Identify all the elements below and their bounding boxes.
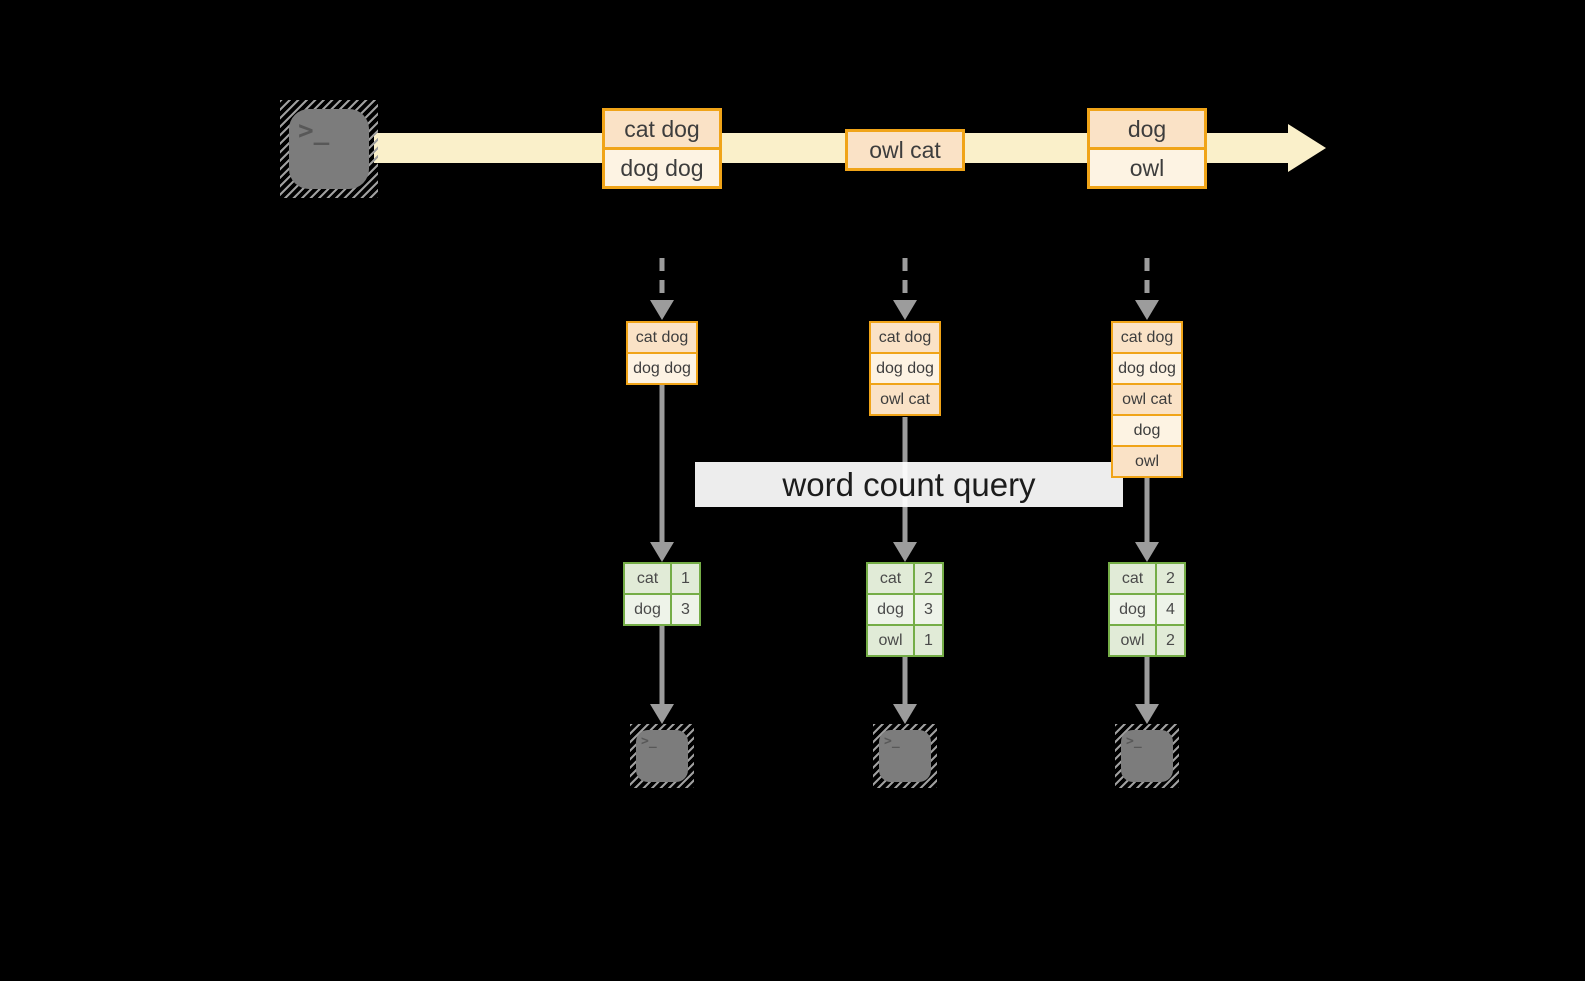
query-label-band: word count query: [695, 462, 1123, 507]
word-cell: dog: [625, 595, 672, 624]
table-row: dog 3: [625, 593, 699, 624]
stream-arrowhead-icon: [1288, 124, 1326, 172]
record-cell: dog dog: [871, 352, 939, 383]
query-arrow-icon: [650, 385, 674, 562]
terminal-body: [879, 730, 931, 782]
arrow-shaft: [659, 626, 665, 706]
record-cell: cat dog: [1113, 323, 1181, 352]
stream-batch-3: dog owl: [1087, 108, 1207, 189]
arrow-shaft: [902, 657, 908, 706]
record-cell: dog dog: [605, 147, 719, 186]
arrowhead-icon: [1135, 300, 1159, 320]
record-cell: cat dog: [871, 323, 939, 352]
output-arrow-icon: [1135, 657, 1159, 724]
word-cell: dog: [868, 595, 915, 624]
table-row: owl 2: [1110, 624, 1184, 655]
query-label: word count query: [782, 465, 1036, 503]
source-terminal-icon: >_: [280, 100, 378, 198]
table-row: owl 1: [868, 624, 942, 655]
word-cell: owl: [868, 626, 915, 655]
count-cell: 3: [672, 595, 699, 624]
record-cell: owl cat: [848, 132, 962, 168]
record-cell: dog: [1113, 414, 1181, 445]
count-cell: 1: [915, 626, 942, 655]
sink-terminal-icon: >_: [630, 724, 694, 788]
arrowhead-icon: [650, 542, 674, 562]
record-cell: dog: [1090, 111, 1204, 147]
record-cell: owl: [1090, 147, 1204, 186]
record-cell: cat dog: [628, 323, 696, 352]
input-table-2: cat dog dog dog owl cat: [869, 321, 941, 416]
result-table-2: cat 2 dog 3 owl 1: [866, 562, 944, 657]
word-cell: cat: [625, 564, 672, 593]
table-row: dog 3: [868, 593, 942, 624]
count-cell: 3: [915, 595, 942, 624]
arrowhead-icon: [650, 300, 674, 320]
arrow-shaft: [902, 258, 908, 302]
count-cell: 2: [915, 564, 942, 593]
record-cell: owl cat: [1113, 383, 1181, 414]
input-table-1: cat dog dog dog: [626, 321, 698, 385]
terminal-body: [289, 109, 369, 189]
trigger-arrow-icon: [1135, 258, 1159, 320]
count-cell: 4: [1157, 595, 1184, 624]
count-cell: 1: [672, 564, 699, 593]
output-arrow-icon: [650, 626, 674, 724]
record-cell: owl cat: [871, 383, 939, 414]
query-arrow-icon: [1135, 478, 1159, 562]
sink-terminal-icon: >_: [1115, 724, 1179, 788]
count-cell: 2: [1157, 626, 1184, 655]
stream-batch-2: owl cat: [845, 129, 965, 171]
trigger-arrow-icon: [893, 258, 917, 320]
table-row: cat 2: [1110, 564, 1184, 593]
arrowhead-icon: [650, 704, 674, 724]
arrowhead-icon: [1135, 542, 1159, 562]
terminal-prompt-glyph: >_: [641, 734, 657, 749]
terminal-prompt-glyph: >_: [884, 734, 900, 749]
table-row: cat 2: [868, 564, 942, 593]
result-table-3: cat 2 dog 4 owl 2: [1108, 562, 1186, 657]
table-row: dog 4: [1110, 593, 1184, 624]
stream-batch-1: cat dog dog dog: [602, 108, 722, 189]
record-cell: owl: [1113, 445, 1181, 476]
arrowhead-icon: [1135, 704, 1159, 724]
terminal-body: [636, 730, 688, 782]
record-cell: dog dog: [1113, 352, 1181, 383]
record-cell: cat dog: [605, 111, 719, 147]
input-table-3: cat dog dog dog owl cat dog owl: [1111, 321, 1183, 478]
arrow-shaft: [1144, 258, 1150, 302]
table-row: cat 1: [625, 564, 699, 593]
result-table-1: cat 1 dog 3: [623, 562, 701, 626]
record-cell: dog dog: [628, 352, 696, 383]
arrow-shaft: [1144, 478, 1150, 544]
arrow-shaft: [659, 258, 665, 302]
terminal-prompt-glyph: >_: [298, 116, 330, 146]
word-cell: cat: [868, 564, 915, 593]
trigger-arrow-icon: [650, 258, 674, 320]
arrow-shaft: [1144, 657, 1150, 706]
sink-terminal-icon: >_: [873, 724, 937, 788]
arrowhead-icon: [893, 704, 917, 724]
word-cell: owl: [1110, 626, 1157, 655]
arrowhead-icon: [893, 542, 917, 562]
word-cell: cat: [1110, 564, 1157, 593]
terminal-body: [1121, 730, 1173, 782]
output-arrow-icon: [893, 657, 917, 724]
arrowhead-icon: [893, 300, 917, 320]
count-cell: 2: [1157, 564, 1184, 593]
terminal-prompt-glyph: >_: [1126, 734, 1142, 749]
word-cell: dog: [1110, 595, 1157, 624]
arrow-shaft: [659, 385, 665, 544]
